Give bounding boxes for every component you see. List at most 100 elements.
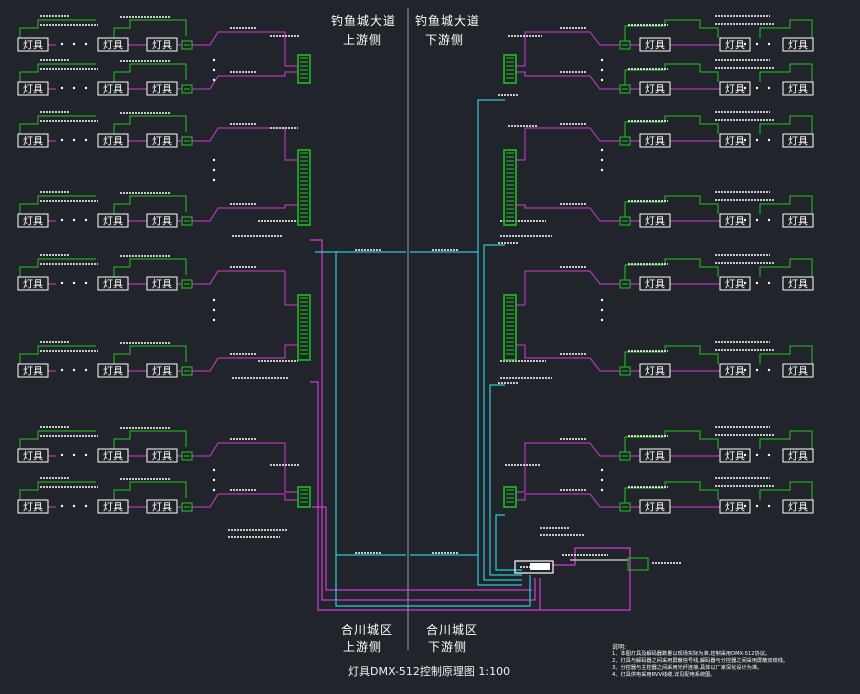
- dot: [600, 168, 604, 172]
- controller-box: [297, 486, 311, 508]
- dot: [743, 368, 747, 372]
- fixture-box: 灯具: [17, 363, 49, 378]
- fixture-label: 灯具: [23, 502, 43, 514]
- decoder-box: [181, 366, 193, 376]
- fixture-box: 灯具: [146, 499, 178, 514]
- signal-wire: [516, 270, 540, 306]
- fixture-box: 灯具: [146, 133, 178, 148]
- dot: [72, 281, 76, 285]
- dot: [60, 504, 64, 508]
- fixture-label: 灯具: [788, 366, 808, 378]
- fixture-label: 灯具: [152, 366, 172, 378]
- fixture-box: 灯具: [97, 363, 129, 378]
- fixture-label: 灯具: [725, 40, 745, 52]
- fixture-box: 灯具: [97, 499, 129, 514]
- fixture-box: 灯具: [639, 37, 671, 52]
- fixture-label: 灯具: [103, 502, 123, 514]
- signal-wire: [268, 204, 298, 209]
- fixture-outline: [639, 213, 671, 228]
- note-item: 2、灯具与解码器之间采用屏蔽信号线,解码器与分控器之间采用屏蔽双绞线。: [612, 658, 789, 664]
- ellipsis-dots: [743, 218, 771, 222]
- fixture-label: 灯具: [152, 84, 172, 96]
- decoder-box: [181, 451, 193, 461]
- fixture-box: 灯具: [719, 448, 751, 463]
- fixture-box: 灯具: [97, 448, 129, 463]
- fixture-outline: [639, 363, 671, 378]
- fixture-box: 灯具: [719, 499, 751, 514]
- ellipsis-dots: [60, 504, 88, 508]
- fixture-label: 灯具: [23, 136, 43, 148]
- fixture-outline: [17, 276, 49, 291]
- fixture-outline: [639, 276, 671, 291]
- fixture-label: 灯具: [788, 136, 808, 148]
- fixture-outline: [782, 499, 814, 514]
- power-feeder: [624, 430, 719, 452]
- fixture-outline: [719, 363, 751, 378]
- dot: [72, 218, 76, 222]
- fixture-label: 灯具: [645, 502, 665, 514]
- fixture-box: 灯具: [719, 363, 751, 378]
- decoder-box: [181, 502, 193, 512]
- power-feeder: [624, 258, 719, 280]
- fixture-outline: [719, 37, 751, 52]
- ellipsis-dots: [743, 138, 771, 142]
- decoder-box: [181, 136, 193, 146]
- dot: [212, 298, 216, 302]
- fixture-outline: [782, 81, 814, 96]
- power-feeder: [624, 115, 719, 137]
- dot: [212, 468, 216, 472]
- dot: [743, 218, 747, 222]
- dot: [755, 218, 759, 222]
- dot: [743, 281, 747, 285]
- dot: [755, 368, 759, 372]
- signal-wire: [540, 442, 620, 457]
- controller-box: [503, 294, 517, 361]
- ellipsis-dots: [212, 58, 216, 82]
- decoder-box: [619, 84, 631, 94]
- power-feeder: [19, 345, 96, 364]
- power-feeder: [113, 258, 187, 277]
- dot: [60, 138, 64, 142]
- fixture-label: 灯具: [645, 451, 665, 463]
- fixture-label: 灯具: [103, 216, 123, 228]
- fixture-outline: [17, 363, 49, 378]
- fixture-outline: [782, 448, 814, 463]
- power-feeder: [624, 19, 719, 41]
- fixture-label: 灯具: [103, 84, 123, 96]
- ellipsis-dots: [743, 368, 771, 372]
- fixture-outline: [97, 499, 129, 514]
- signal-wire: [516, 71, 540, 77]
- dot: [767, 218, 771, 222]
- road-label-top-left-1: 钓鱼城大道: [331, 14, 397, 28]
- ellipsis-dots: [212, 298, 216, 322]
- power-feeder: [19, 481, 96, 500]
- road-label-bottom-right-1: 合川城区: [426, 623, 479, 637]
- fixture-label: 灯具: [725, 136, 745, 148]
- dot: [84, 42, 88, 46]
- note-item: 4、灯具供电采用RVV线缆,详见配电系统图。: [612, 672, 716, 678]
- dot: [755, 42, 759, 46]
- fixture-box: 灯具: [782, 276, 814, 291]
- dot: [212, 78, 216, 82]
- power-feeder: [759, 345, 813, 364]
- fixture-label: 灯具: [725, 84, 745, 96]
- fixture-label: 灯具: [103, 40, 123, 52]
- signal-trunk: [540, 547, 631, 611]
- dot: [212, 478, 216, 482]
- power-feeder: [759, 258, 813, 277]
- fixture-label: 灯具: [23, 216, 43, 228]
- dot: [72, 42, 76, 46]
- fixture-outline: [719, 276, 751, 291]
- fixture-outline: [719, 213, 751, 228]
- ellipsis-dots: [60, 42, 88, 46]
- fixture-box: 灯具: [97, 133, 129, 148]
- road-label-top-right-2: 下游侧: [425, 33, 465, 47]
- signal-trunk: [310, 381, 541, 611]
- fixture-label: 灯具: [788, 40, 808, 52]
- signal-wire: [516, 493, 540, 501]
- fixture-outline: [17, 81, 49, 96]
- fixture-outline: [719, 133, 751, 148]
- dot: [600, 468, 604, 472]
- fixture-box: 灯具: [97, 81, 129, 96]
- dot: [600, 488, 604, 492]
